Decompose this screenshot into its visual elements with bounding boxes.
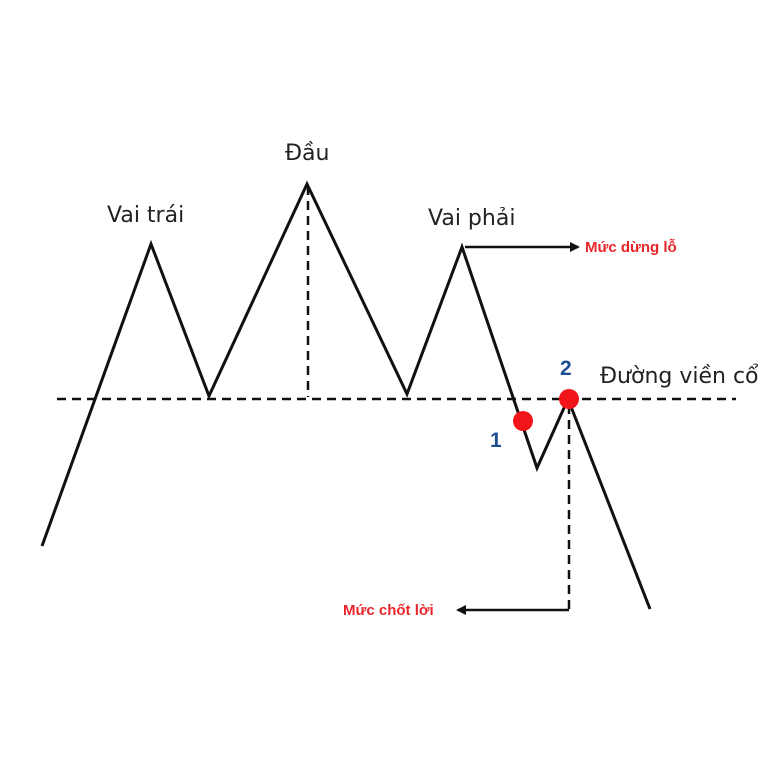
left-shoulder-label: Vai trái — [107, 203, 184, 228]
neckline-label: Đường viền cổ — [600, 364, 759, 389]
stop-loss-label: Mức dừng lỗ — [585, 239, 677, 256]
take-profit-label: Mức chốt lời — [343, 602, 434, 619]
right-shoulder-label: Vai phải — [428, 206, 515, 231]
entry-point-2-number: 2 — [560, 357, 572, 380]
entry-point-1-number: 1 — [490, 429, 502, 452]
price-path — [40, 180, 652, 610]
entry-point-2-marker — [559, 389, 579, 409]
entry-point-1-marker — [513, 411, 533, 431]
head-label: Đầu — [285, 141, 329, 166]
